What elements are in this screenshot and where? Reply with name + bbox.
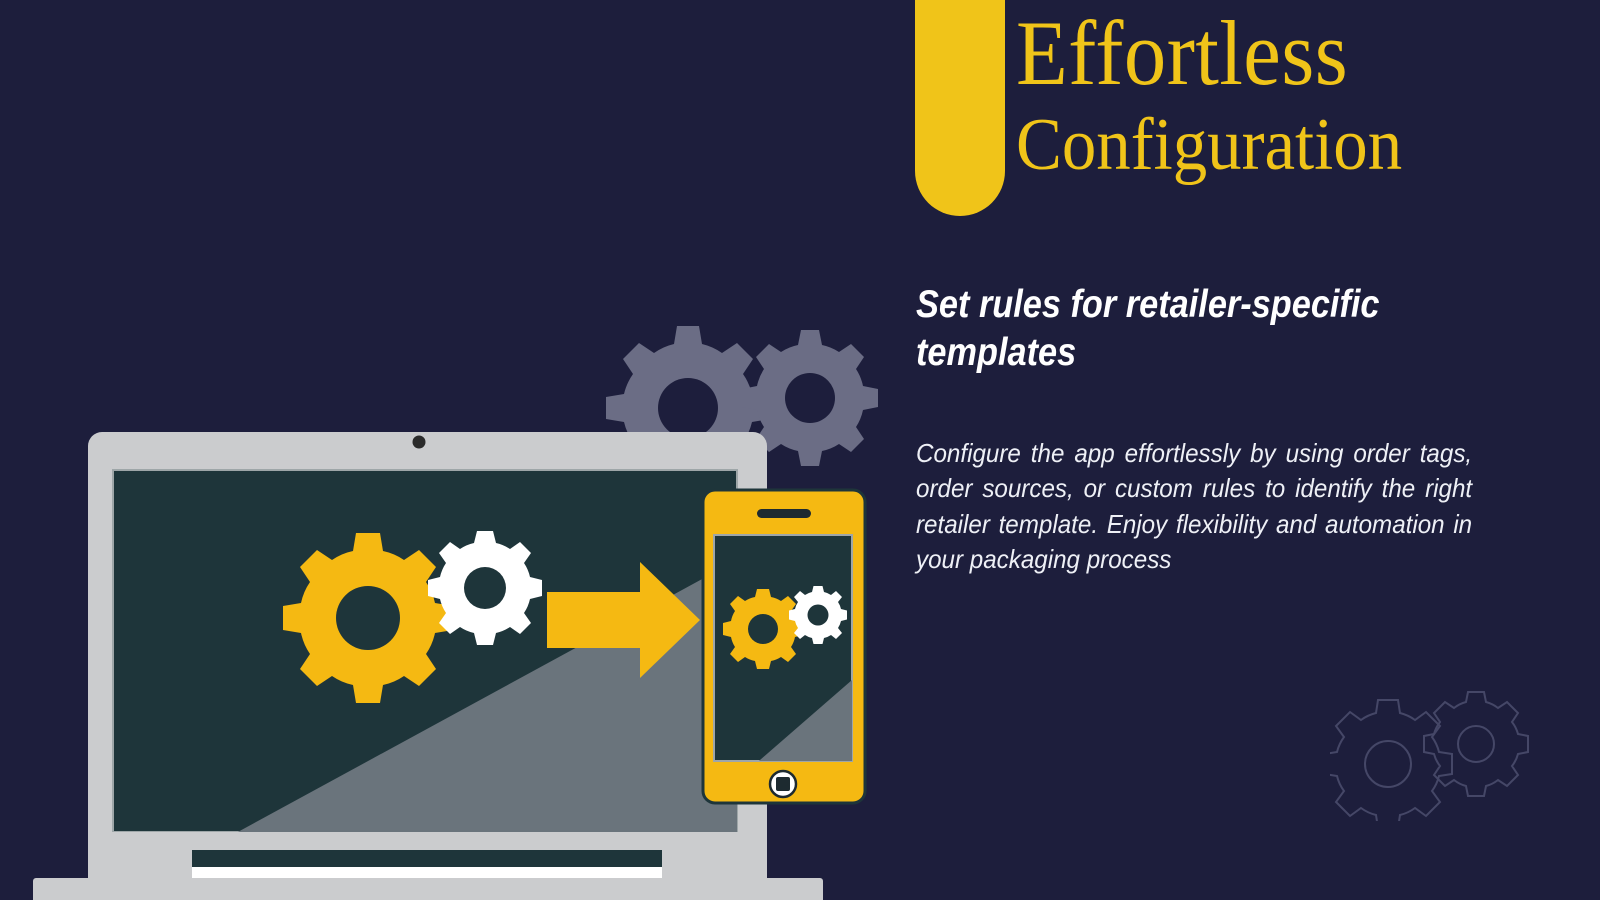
background-gear-small-icon [742, 330, 878, 466]
phone-screen-shadow [758, 680, 852, 761]
phone-speaker-icon [757, 509, 811, 518]
title-line-one: Effortless [1016, 2, 1349, 104]
outline-gear-large-icon [1323, 699, 1453, 829]
illustration-device-gears [33, 326, 878, 900]
phone-illustration [701, 488, 867, 805]
laptop-trackpad-highlight [192, 867, 662, 879]
laptop-base-lower [33, 878, 823, 900]
laptop-illustration [33, 432, 823, 900]
page-title: Effortless Configuration [1016, 2, 1536, 187]
body-paragraph: Configure the app effortlessly by using … [916, 438, 1473, 575]
outline-gear-small-icon [1423, 691, 1529, 797]
laptop-camera-icon [412, 435, 426, 449]
phone-gear-yellow-icon [723, 589, 803, 669]
laptop-gear-white-icon [428, 531, 542, 645]
laptop-trackpad [192, 850, 662, 867]
subtitle-heading: Set rules for retailer-specific template… [916, 283, 1380, 374]
decorative-outline-gears [1323, 686, 1530, 829]
transfer-arrow-icon [547, 562, 700, 678]
phone-gear-white-icon [789, 586, 847, 644]
title-line-two: Configuration [1016, 104, 1403, 187]
laptop-gear-yellow-icon [283, 533, 453, 703]
accent-bar [915, 0, 1005, 216]
phone-home-button-inner [776, 777, 790, 791]
